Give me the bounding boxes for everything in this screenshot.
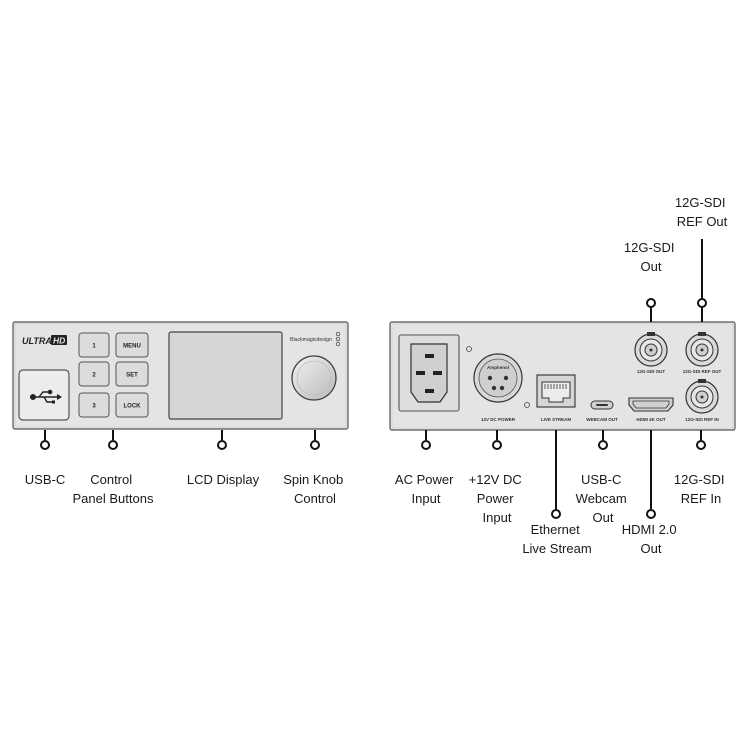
callout-usb-c-webcam: USB-C Webcam Out	[576, 472, 631, 525]
button-menu-label: MENU	[123, 344, 141, 350]
button-set[interactable]: SET	[115, 361, 149, 387]
xlr-brand-label: Amphenol	[487, 365, 509, 370]
usb-c-webcam-port: WEBCAM OUT	[586, 400, 618, 422]
ethernet-port: LIVE STREAM	[536, 374, 576, 422]
leader-dot-hdmi	[646, 509, 656, 519]
blackmagic-logo: Blackmagicdesign	[290, 337, 332, 343]
leader-dot-ethernet	[551, 509, 561, 519]
callout-spin-knob: Spin Knob Control	[283, 472, 347, 506]
leader-dot-dc-power	[492, 440, 502, 450]
ultrahd-logo: ULTRA HD	[22, 335, 67, 346]
callout-ac-power: AC Power Input	[395, 472, 457, 506]
leader-dot-webcam	[598, 440, 608, 450]
leader-dot-sdi-out	[646, 298, 656, 308]
button-3-label: 3	[92, 404, 96, 410]
callout-sdi-out: 12G-SDI Out	[624, 240, 678, 274]
sdi-ref-in-label: 12G-SDI REF IN	[685, 417, 719, 422]
leader-dot-lcd	[217, 440, 227, 450]
button-menu[interactable]: MENU	[115, 332, 149, 358]
sdi-ref-in-connector: 12G-SDI REF IN	[685, 379, 719, 422]
button-set-label: SET	[126, 373, 138, 379]
callout-dc-power: +12V DC Power Input	[469, 472, 526, 525]
callout-ethernet: Ethernet Live Stream	[522, 522, 591, 556]
button-2[interactable]: 2	[78, 361, 110, 387]
hdmi-port: HDMI 4K OUT	[628, 397, 674, 422]
leader-dot-ac-power	[421, 440, 431, 450]
button-3[interactable]: 3	[78, 392, 110, 418]
leader-dot-ref-out	[697, 298, 707, 308]
callout-usb-c: USB-C	[25, 472, 65, 487]
leader-dot-ref-in	[696, 440, 706, 450]
dc-power-label: 12V DC POWER	[481, 417, 516, 422]
usb-c-port	[18, 369, 70, 421]
spin-knob[interactable]	[291, 355, 337, 401]
sdi-out-connector: 12G-SDI OUT	[634, 332, 668, 374]
ac-power-inlet	[398, 334, 460, 412]
sdi-ref-out-label: 12G-SDI REF OUT	[683, 369, 722, 374]
callout-labels: USB-C Control Panel Buttons LCD Display …	[25, 195, 729, 556]
leader-dot-spin-knob	[310, 440, 320, 450]
leader-dot-control-buttons	[108, 440, 118, 450]
callout-lcd-display: LCD Display	[187, 472, 260, 487]
control-panel-buttons: 1 MENU 2 SET 3 LOCK	[78, 332, 149, 418]
sdi-out-label: 12G-SDI OUT	[637, 369, 666, 374]
callout-sdi-ref-in: 12G-SDI REF In	[674, 472, 728, 506]
lcd-display	[168, 331, 283, 420]
callout-hdmi-out: HDMI 2.0 Out	[622, 522, 681, 556]
callout-control-panel-buttons: Control Panel Buttons	[73, 472, 154, 506]
button-2-label: 2	[92, 373, 96, 379]
button-1[interactable]: 1	[78, 332, 110, 358]
rear-panel: Amphenol 12V DC POWER LIVE STREAM WEBCAM…	[389, 321, 736, 431]
usb-icon	[30, 389, 62, 404]
dc-power-connector: Amphenol 12V DC POWER	[466, 346, 530, 422]
blackmagic-logo-dots	[335, 331, 341, 347]
sdi-ref-out-connector: 12G-SDI REF OUT	[683, 332, 722, 374]
webcam-out-label: WEBCAM OUT	[586, 417, 618, 422]
live-stream-label: LIVE STREAM	[541, 417, 572, 422]
button-lock-label: LOCK	[124, 404, 142, 410]
hdmi-out-label: HDMI 4K OUT	[636, 417, 666, 422]
callout-sdi-ref-out: 12G-SDI REF Out	[675, 195, 729, 229]
leader-dot-usb-c	[40, 440, 50, 450]
button-lock[interactable]: LOCK	[115, 392, 149, 418]
callout-leaders	[40, 239, 707, 519]
front-panel: ULTRA HD 1 MENU	[12, 321, 349, 430]
svg-text:HD: HD	[53, 336, 65, 346]
button-1-label: 1	[92, 344, 96, 350]
svg-text:ULTRA: ULTRA	[22, 336, 52, 346]
